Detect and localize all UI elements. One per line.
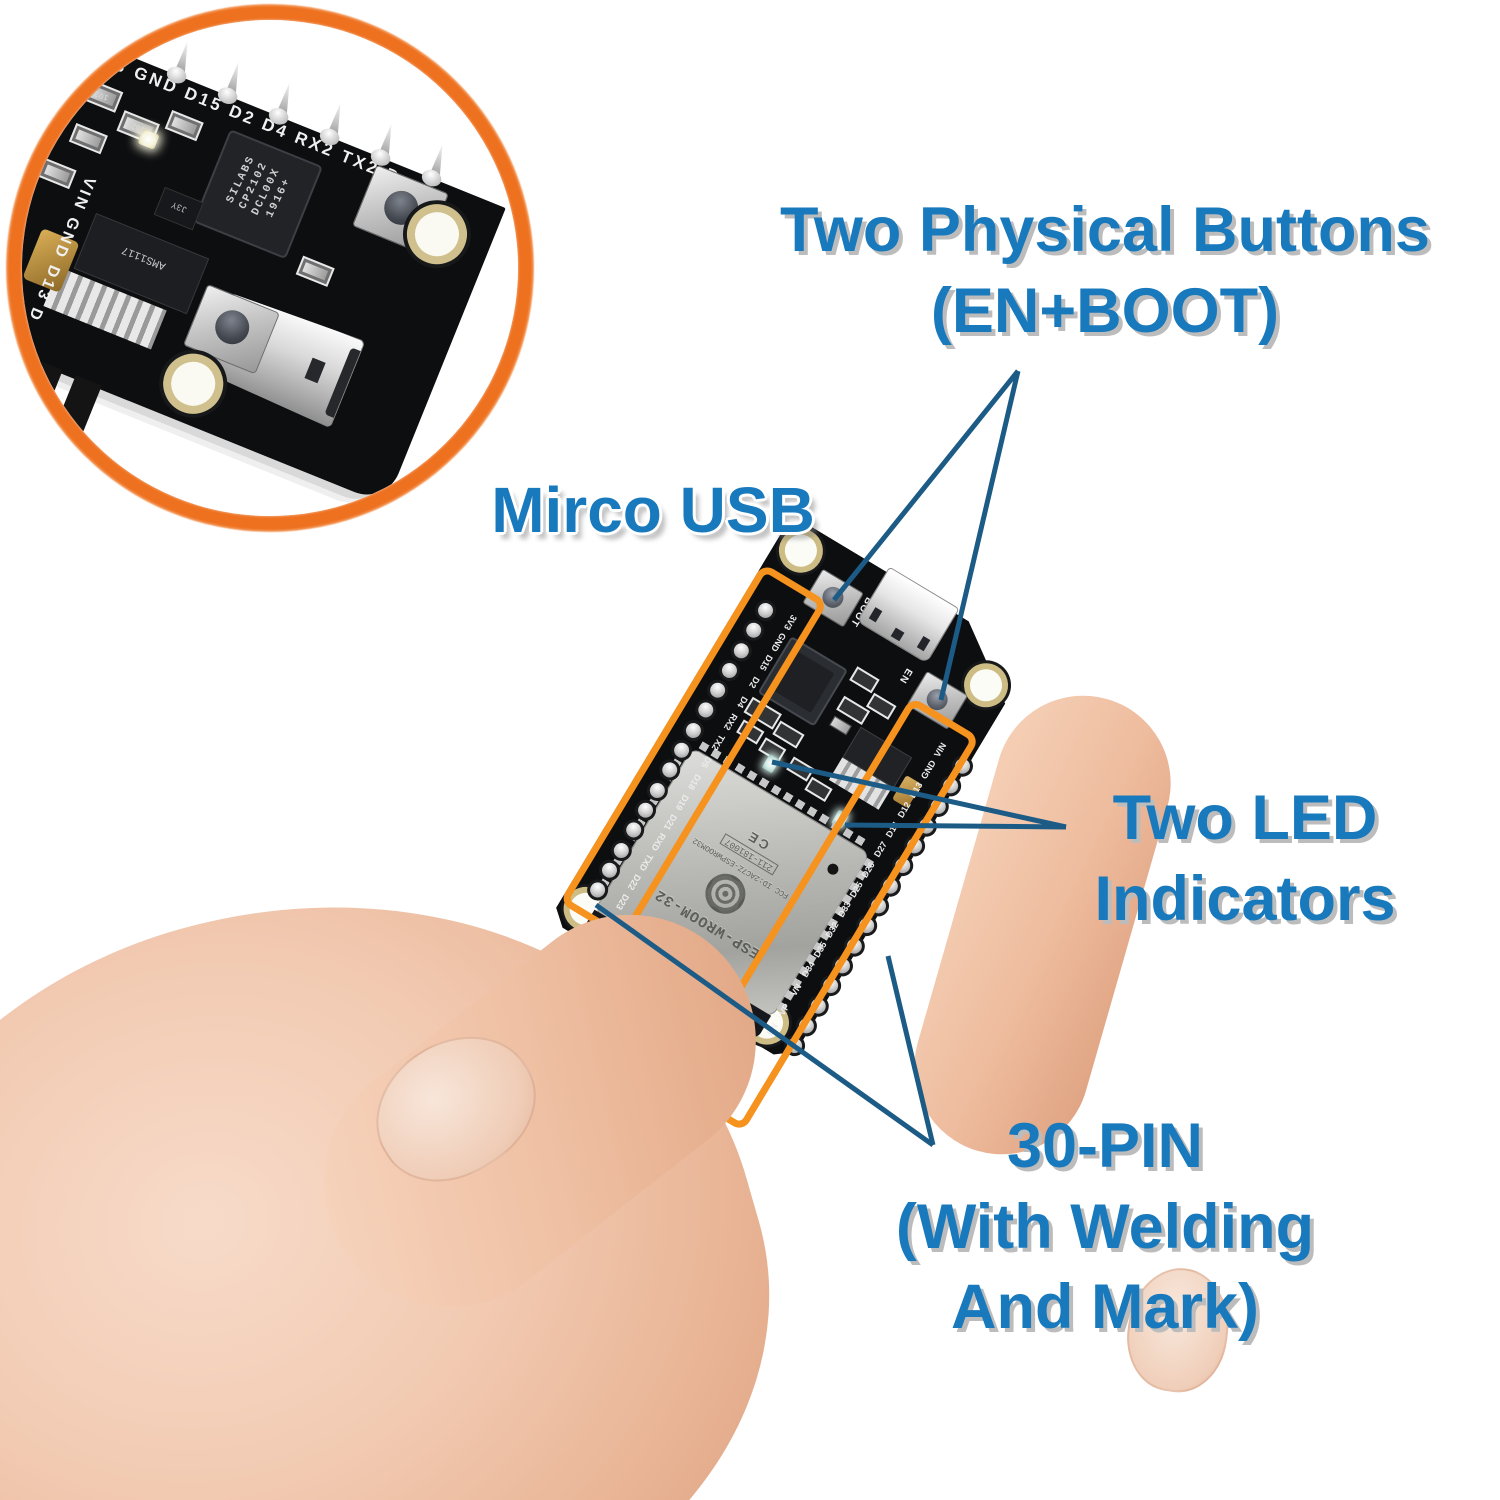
regulator-marking: AMS1117 <box>120 242 168 272</box>
label-micro-usb: Mirco USB <box>491 474 815 546</box>
resistor <box>164 109 204 142</box>
transistor-marking: J3Y <box>170 199 189 215</box>
label-30-pin: 30-PIN (With Welding And Mark) <box>895 1111 1315 1343</box>
resistor <box>37 157 77 190</box>
label-two-led-indicators: Two LED Indicators <box>1094 783 1396 934</box>
resistor <box>68 123 108 155</box>
header-pin-long <box>22 433 78 516</box>
label-two-physical-buttons: Two Physical Buttons (EN+BOOT) <box>780 195 1430 346</box>
transistor: J3Y <box>153 186 204 231</box>
resistor <box>295 255 335 287</box>
resistor: 103 <box>79 78 124 113</box>
